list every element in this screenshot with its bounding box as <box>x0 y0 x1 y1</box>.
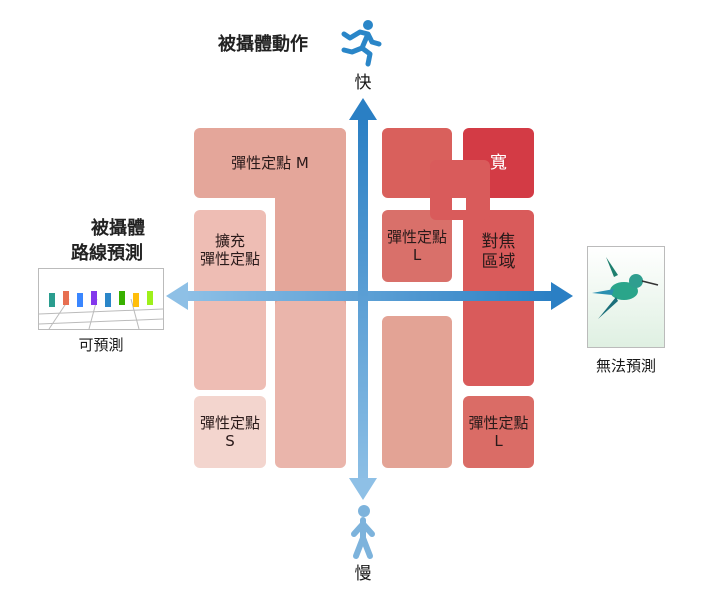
zone-flexible-s: 彈性定點 S <box>194 396 266 468</box>
zone-flexible-l-top: 彈性定點 L <box>382 210 452 282</box>
label-unpredictable: 無法預測 <box>595 357 656 375</box>
title-left-line2: 路線預測 <box>71 243 143 264</box>
runners-photo <box>38 268 164 330</box>
running-person-icon <box>341 20 382 67</box>
runners-illustration <box>38 291 164 330</box>
zone-flexible-m-lower <box>275 300 346 468</box>
zone-top-connector-gap <box>452 198 466 210</box>
zone-flexible-l-bottom-label: 彈性定點 L <box>468 414 529 450</box>
title-vertical: 被攝體動作 <box>218 34 308 55</box>
title-left-line1: 被攝體 <box>91 218 145 239</box>
zone-flexible-m: 彈性定點 M <box>194 128 346 198</box>
zone-focus-area-label: 對焦 區域 <box>481 232 516 272</box>
horizontal-axis <box>166 282 573 310</box>
hummingbird-photo <box>587 246 665 348</box>
zone-flexible-l-bottom: 彈性定點 L <box>463 396 534 468</box>
label-predictable: 可預測 <box>78 336 124 354</box>
zone-flexible-m-label: 彈性定點 M <box>231 154 309 172</box>
zone-top-connector <box>430 160 490 220</box>
label-slow: 慢 <box>354 564 372 584</box>
zone-flexible-l-top-label: 彈性定點 L <box>386 228 447 264</box>
zone-middle-lower <box>382 316 452 468</box>
hummingbird-illustration <box>588 247 664 347</box>
zone-expand-connector <box>194 300 266 390</box>
walking-person-icon <box>351 505 375 559</box>
label-fast: 快 <box>354 73 372 93</box>
zone-wide-label: 寬 <box>490 153 507 173</box>
zone-flexible-s-label: 彈性定點 S <box>199 414 260 450</box>
vertical-axis <box>349 98 377 500</box>
zone-expand-flexible-label: 擴充 彈性定點 <box>199 232 260 268</box>
